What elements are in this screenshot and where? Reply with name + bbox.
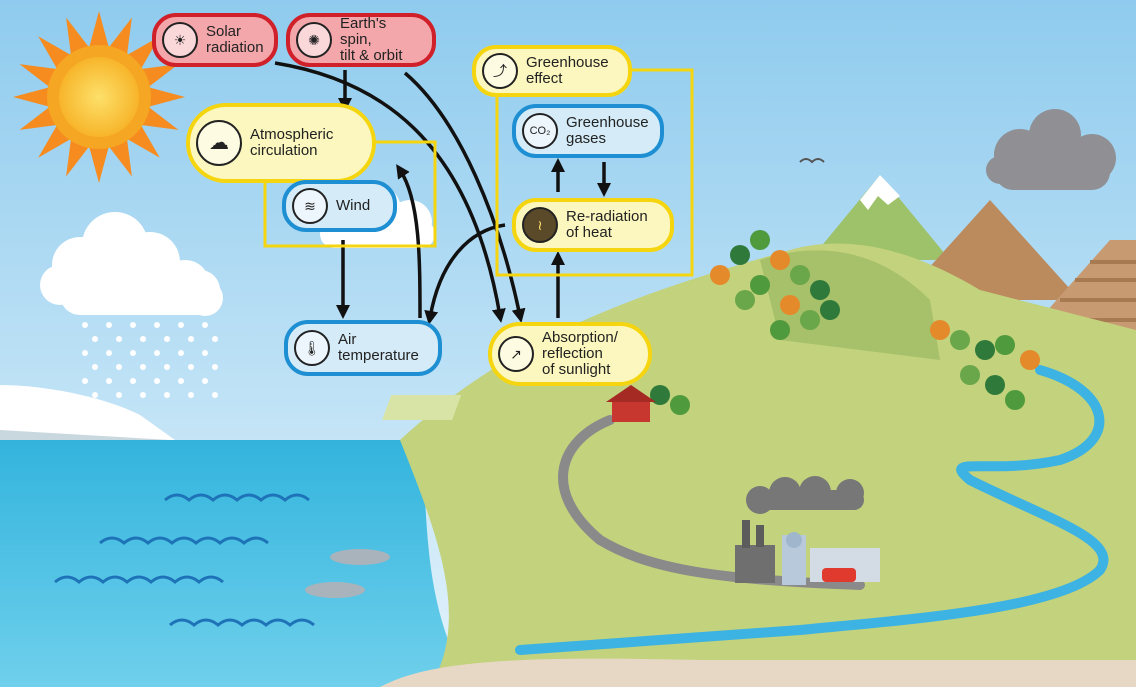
thermometer-icon: 🌡 — [294, 330, 330, 366]
wind-icon: ≋ — [292, 188, 328, 224]
arrow-temperature-to-atmospheric — [396, 164, 422, 319]
node-greenhouse-effect: ⤴ Greenhouse effect — [472, 45, 632, 97]
beach — [380, 658, 1136, 687]
ocean — [0, 440, 470, 687]
sun-icon: ☀ — [162, 22, 198, 58]
ocean-waves — [54, 493, 315, 627]
farm — [382, 385, 656, 422]
arrow-solar-to-absorption — [274, 61, 506, 323]
city — [735, 476, 880, 585]
greenhouse-effect-icon: ⤴ — [482, 53, 518, 89]
dolphins — [305, 549, 390, 598]
flow-arrows — [274, 61, 611, 325]
heat-waves-icon: ≀ — [522, 207, 558, 243]
forest — [650, 230, 1040, 415]
co2-molecule-icon: CO₂ — [522, 113, 558, 149]
snowfall — [82, 322, 218, 398]
river — [515, 365, 1109, 655]
node-air-temperature: 🌡 Air temperature — [284, 320, 442, 376]
arrow-reradiation-to-temperature — [424, 223, 506, 325]
node-solar-radiation: ☀ Solar radiation — [152, 13, 278, 67]
sun — [13, 11, 185, 183]
arrow-earth-to-absorption — [403, 71, 526, 323]
reflection-icon: ↗ — [498, 336, 534, 372]
node-atmospheric-circulation: ☁ Atmospheric circulation — [186, 103, 376, 183]
cloud-left — [40, 212, 223, 316]
cloud-cycle-icon: ☁ — [196, 120, 242, 166]
node-reradiation-of-heat: ≀ Re-radiation of heat — [512, 198, 674, 252]
node-wind: ≋ Wind — [282, 180, 397, 232]
node-earth-spin: ✺ Earth's spin, tilt & orbit — [286, 13, 436, 67]
snowy-mountain — [810, 175, 950, 260]
birds — [799, 158, 825, 164]
volcano-smoke — [986, 109, 1116, 190]
node-greenhouse-gases: CO₂ Greenhouse gases — [512, 104, 664, 158]
orbit-icon: ✺ — [296, 22, 332, 58]
node-absorption-reflection: ↗ Absorption/ reflection of sunlight — [488, 322, 652, 386]
